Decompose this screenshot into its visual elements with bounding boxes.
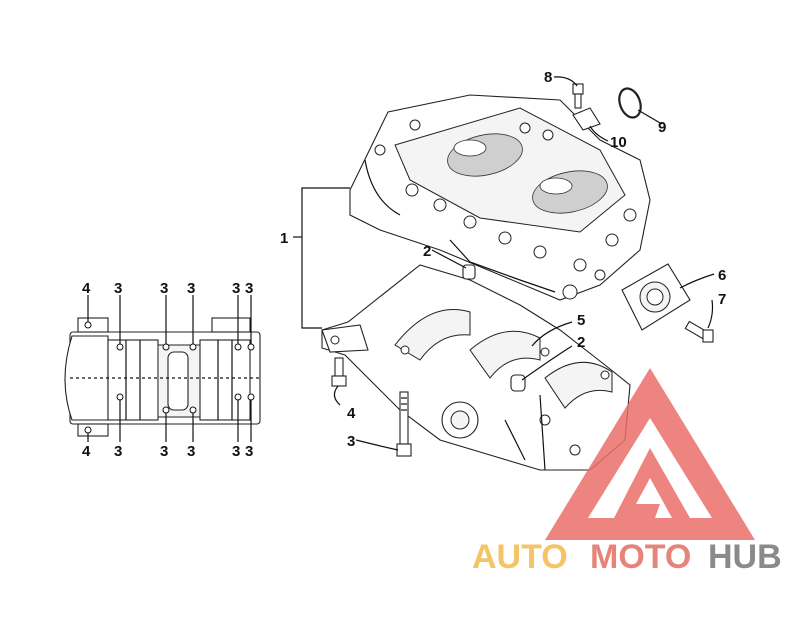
watermark-auto: AUTO (472, 538, 568, 576)
callout-2-top: 2 (423, 243, 431, 260)
side-callout-3-bottom-3: 3 (187, 443, 195, 460)
side-callout-4-top: 4 (82, 280, 91, 297)
watermark-triangle-icon (545, 368, 755, 540)
lower-crankcase (321, 264, 631, 471)
callout-2-bottom: 2 (577, 334, 585, 351)
side-callout-3-top-3: 3 (187, 280, 195, 297)
main-callouts: 1 2 2 3 4 5 6 7 8 9 10 (280, 69, 726, 450)
side-callout-3-top-5: 3 (245, 280, 253, 297)
bolt-8 (572, 83, 584, 109)
callout-7: 7 (718, 291, 726, 308)
callout-5: 5 (577, 312, 585, 329)
watermark-g-icon (614, 448, 690, 518)
callout-8: 8 (544, 69, 552, 86)
short-bolt-4 (331, 357, 347, 387)
watermark-text: AUTO MOTO HUB (472, 538, 782, 576)
callout-6: 6 (718, 267, 726, 284)
long-bolt-3 (396, 391, 412, 457)
side-callout-3-top-2: 3 (160, 280, 168, 297)
crankcase-side-view: 4 3 3 3 3 3 4 3 3 3 3 3 (64, 280, 261, 460)
bracket-10 (572, 107, 601, 131)
watermark-hub: HUB (708, 538, 782, 576)
side-callout-3-top-4: 3 (232, 280, 240, 297)
side-callout-4-bottom: 4 (82, 443, 91, 460)
cover-plate-6 (621, 263, 691, 331)
side-callout-3-bottom-2: 3 (160, 443, 168, 460)
side-callout-3-top-1: 3 (114, 280, 122, 297)
upper-crankcase (349, 94, 651, 301)
watermark-moto: MOTO (590, 538, 691, 576)
callout-10: 10 (610, 134, 627, 151)
bolt-7 (684, 320, 714, 343)
callout-4: 4 (347, 405, 356, 422)
callout-leaders (293, 76, 715, 451)
side-callout-3-bottom-5: 3 (245, 443, 253, 460)
side-callout-3-bottom-1: 3 (114, 443, 122, 460)
ring-9 (618, 87, 642, 119)
callout-9: 9 (658, 119, 666, 136)
callout-3: 3 (347, 433, 355, 450)
watermark-logo (545, 368, 755, 540)
callout-1: 1 (280, 230, 288, 247)
side-callout-3-bottom-4: 3 (232, 443, 240, 460)
